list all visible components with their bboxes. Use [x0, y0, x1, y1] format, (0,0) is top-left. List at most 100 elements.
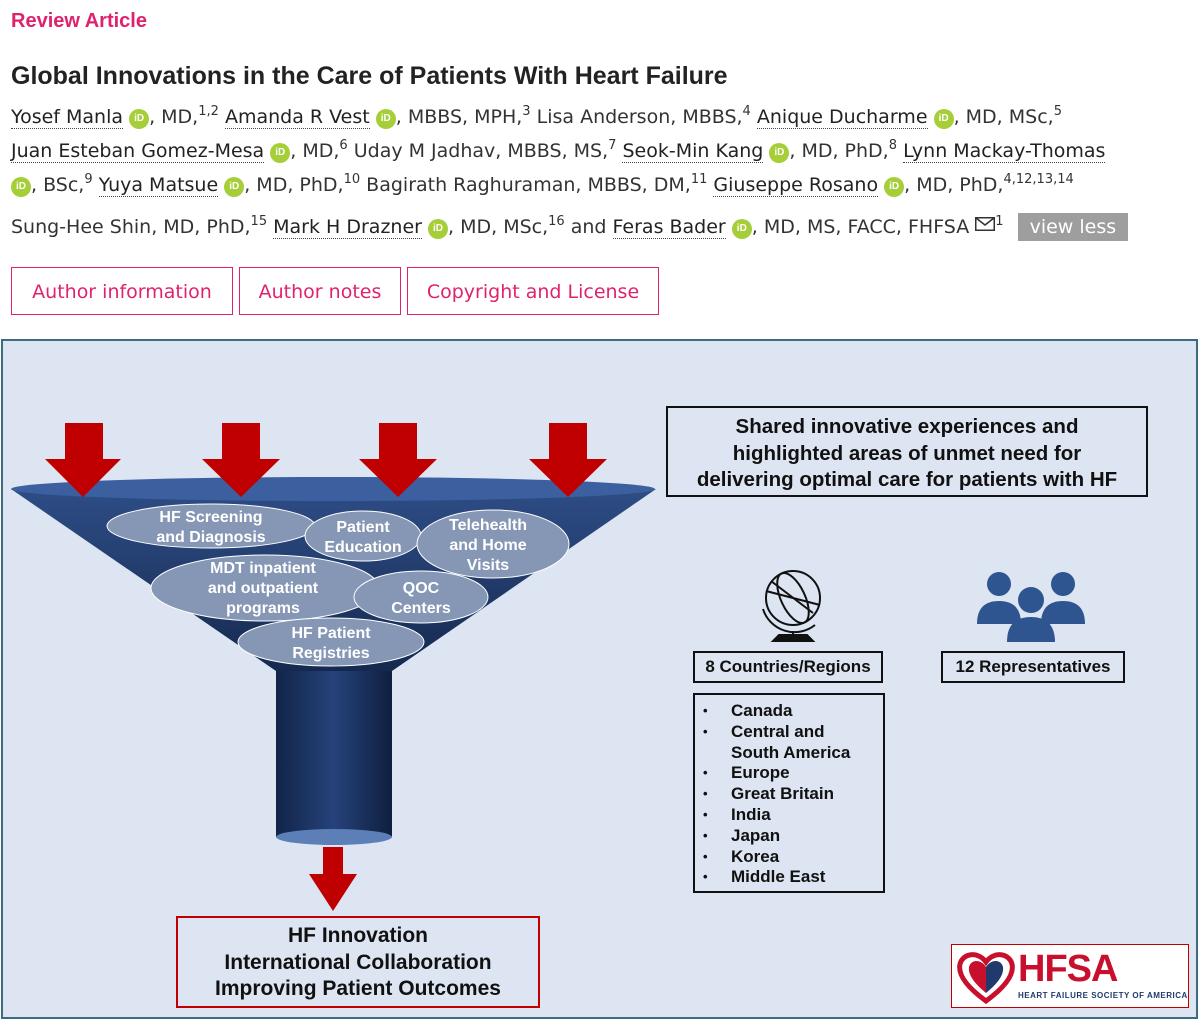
orcid-icon[interactable]: iD — [933, 109, 954, 129]
arrow-down-icon — [529, 423, 607, 497]
author-line-2: Juan Esteban Gomez-Mesa iD, MD,6 Uday M … — [11, 134, 1191, 168]
country-item: Central and — [695, 722, 883, 743]
funnel-item-line: Education — [324, 539, 402, 556]
funnel-item-line: and outpatient — [207, 580, 319, 597]
author-link[interactable]: Yuya Matsue — [98, 174, 219, 197]
envelope-icon[interactable] — [975, 217, 996, 231]
affiliation-ref[interactable]: 10 — [343, 172, 361, 187]
country-list-box: Canada Central and South America Europe … — [693, 693, 885, 893]
author-degrees: , MD, PhD, — [789, 140, 889, 162]
author-degrees: , MBBS, MPH, — [395, 106, 523, 128]
shared-experiences-box: Shared innovative experiences and highli… — [666, 406, 1148, 497]
graphical-abstract: HF Screening and Diagnosis Patient Educa… — [1, 339, 1198, 1019]
author-degrees: , MD, — [290, 140, 340, 162]
affiliation-ref[interactable]: 5 — [1053, 104, 1062, 119]
affiliation-ref[interactable]: 15 — [250, 214, 268, 229]
country-item: India — [695, 805, 883, 826]
country-item: Korea — [695, 847, 883, 868]
funnel-spout-rim — [276, 829, 392, 845]
funnel-item-mdt-programs: MDT inpatient and outpatient programs — [163, 559, 363, 619]
affiliation-ref[interactable]: 4 — [742, 104, 751, 119]
affiliation-ref[interactable]: 6 — [339, 138, 348, 153]
country-list: Canada Central and South America Europe … — [695, 701, 883, 888]
globe-icon — [762, 570, 821, 642]
author-plain: Uday M Jadhav, MBBS, MS, — [353, 140, 609, 162]
shared-text-line: Shared innovative experiences and — [735, 415, 1079, 438]
arrow-down-icon — [202, 423, 280, 497]
representatives-count-box: 12 Representatives — [941, 651, 1125, 683]
author-plain: Lisa Anderson, MBBS, — [536, 106, 743, 128]
author-degrees: , BSc, — [31, 174, 85, 196]
author-link[interactable]: Giuseppe Rosano — [713, 174, 879, 197]
author-link[interactable]: Lynn Mackay-Thomas — [903, 140, 1106, 163]
author-link[interactable]: Feras Bader — [612, 216, 726, 239]
author-plain: Bagirath Raghuraman, MBBS, DM, — [366, 174, 691, 196]
heart-logo-icon — [957, 952, 1015, 1005]
orcid-icon[interactable]: iD — [11, 177, 31, 197]
author-link[interactable]: Yosef Manla — [11, 106, 124, 129]
author-link[interactable]: Mark H Drazner — [273, 216, 422, 239]
affiliation-ref[interactable]: 1 — [995, 214, 1004, 229]
affiliation-ref[interactable]: 9 — [84, 172, 93, 187]
shared-text-line: highlighted areas of unmet need for — [732, 441, 1082, 465]
countries-count-box: 8 Countries/Regions — [693, 651, 883, 683]
funnel-item-line: Telehealth — [449, 517, 527, 534]
funnel-item-telehealth: Telehealth and Home Visits — [423, 516, 553, 576]
orcid-icon[interactable]: iD — [224, 177, 245, 197]
and-text: and — [570, 216, 607, 238]
affiliation-ref[interactable]: 3 — [522, 104, 531, 119]
orcid-icon[interactable]: iD — [129, 109, 150, 129]
funnel-item-line: MDT inpatient — [210, 560, 316, 577]
funnel-rim — [11, 477, 655, 501]
orcid-icon[interactable]: iD — [769, 143, 790, 163]
funnel-item-line: Centers — [391, 600, 451, 617]
oval-registries — [237, 617, 425, 667]
affiliation-ref[interactable]: 16 — [548, 214, 565, 229]
author-link[interactable]: Juan Esteban Gomez-Mesa — [11, 140, 265, 163]
funnel-item-line: and Home — [449, 537, 527, 554]
affiliation-ref[interactable]: 4,12,13,14 — [1003, 172, 1074, 187]
funnel-item-line: HF Screening — [159, 509, 263, 526]
affiliation-ref[interactable]: 7 — [608, 138, 617, 153]
outcome-box: HF Innovation International Collaboratio… — [176, 916, 540, 1008]
funnel-item-line: Visits — [466, 557, 510, 574]
author-link[interactable]: Amanda R Vest — [224, 106, 370, 129]
orcid-icon[interactable]: iD — [270, 143, 291, 163]
country-item: Middle East — [695, 867, 883, 888]
funnel-item-line: HF Patient — [291, 625, 371, 642]
orcid-icon[interactable]: iD — [884, 177, 905, 197]
author-notes-button[interactable]: Author notes — [239, 267, 401, 315]
arrow-down-icon — [45, 423, 121, 497]
outcome-text-line: HF Innovation — [288, 924, 428, 947]
arrow-down-icon — [309, 847, 357, 911]
author-information-button[interactable]: Author information — [11, 267, 233, 315]
author-degrees: , MD, MS, FACC, FHFSA — [751, 216, 970, 238]
affiliation-ref[interactable]: 1,2 — [198, 104, 219, 119]
country-item: Great Britain — [695, 784, 883, 805]
funnel-item-line: QOC — [402, 580, 440, 597]
affiliation-ref[interactable]: 8 — [888, 138, 898, 153]
funnel-item-line: Patient — [336, 519, 390, 536]
arrow-down-icon — [359, 423, 437, 497]
author-degrees: , MD, — [149, 106, 199, 128]
oval-qoc-centers — [353, 570, 489, 624]
copyright-license-button[interactable]: Copyright and License — [407, 267, 659, 315]
funnel-graphic — [11, 423, 1085, 911]
author-degrees: , MD, PhD, — [904, 174, 1004, 196]
author-line-1: Yosef Manla iD, MD,1,2 Amanda R Vest iD,… — [11, 100, 1191, 134]
hfsa-logo: HFSA HEART FAILURE SOCIETY OF AMERICA — [951, 944, 1189, 1008]
funnel-item-line: and Diagnosis — [156, 529, 266, 546]
author-link[interactable]: Anique Ducharme — [756, 106, 928, 129]
affiliation-ref[interactable]: 11 — [690, 172, 708, 187]
author-degrees: , MD, PhD, — [244, 174, 344, 196]
funnel-item-registries: HF Patient Registries — [243, 624, 419, 664]
people-group-icon — [977, 572, 1085, 642]
orcid-icon[interactable]: iD — [428, 219, 449, 239]
hfsa-logo-text: HFSA — [1018, 948, 1118, 990]
view-less-button[interactable]: view less — [1017, 213, 1129, 241]
shared-text-line: delivering optimal care for patients wit… — [696, 468, 1118, 491]
author-link[interactable]: Seok-Min Kang — [622, 140, 764, 163]
orcid-icon[interactable]: iD — [375, 109, 396, 129]
funnel-item-qoc-centers: QOC Centers — [361, 579, 481, 619]
orcid-icon[interactable]: iD — [731, 219, 752, 239]
